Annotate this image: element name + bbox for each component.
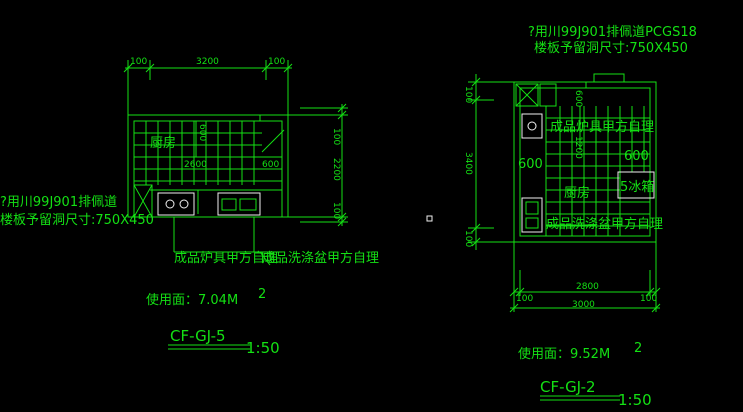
left-dim-inner-2600: 2600	[184, 160, 207, 170]
left-dim-top-a: 100	[130, 57, 147, 67]
left-area-text: 使用面：7.04M	[146, 292, 238, 308]
right-area-sup: 2	[634, 341, 642, 356]
right-dim-bottom-inner: 2800	[576, 282, 599, 292]
left-kitchen-plan	[123, 60, 348, 350]
right-plan-code: CF-GJ-2	[540, 378, 596, 396]
right-sink-icon	[521, 197, 543, 233]
left-stove-icon	[157, 192, 195, 216]
right-flue-note-2: 楼板予留洞尺寸:750X450	[534, 41, 688, 56]
left-flue-note-2: 楼板予留洞尺寸:750X450	[0, 213, 154, 228]
left-dim-inner-600h: 600	[262, 160, 279, 170]
right-stove-note: 成品炉具甲方自理	[550, 119, 654, 135]
right-flue-note-1: ?用川99J901排佩道PCGS18	[528, 25, 697, 40]
left-dim-inner-600v: 600	[197, 124, 207, 141]
right-dim-bottom-b: 3000	[572, 300, 595, 310]
left-dim-top-b: 3200	[196, 57, 219, 67]
left-area-sup: 2	[258, 287, 266, 302]
left-flue-note-1: ?用川99J901排佩道	[0, 195, 117, 210]
left-scale: 1:50	[246, 339, 280, 357]
left-room-label: 厨房	[150, 135, 176, 151]
left-dim-top-c: 100	[268, 57, 285, 67]
origin-marker-icon	[426, 215, 433, 222]
right-scale: 1:50	[618, 391, 652, 409]
right-dim-left-b: 3400	[463, 152, 473, 175]
right-dim-inner-600b: 600	[624, 149, 649, 164]
left-sink-note: 成品洗涤盆甲方自理	[262, 250, 379, 266]
right-dim-left-a: 100	[463, 86, 473, 103]
right-fridge-label: 5冰箱	[620, 179, 654, 195]
right-dim-bottom-c: 100	[640, 294, 657, 304]
right-room-label: 厨房	[564, 185, 590, 201]
right-tile-grid	[546, 106, 650, 236]
right-area-text: 使用面：9.52M	[518, 346, 610, 362]
left-dim-right-c: 100	[331, 202, 341, 219]
right-dim-inner-600a: 600	[518, 157, 543, 172]
left-dim-right-a: 100	[331, 128, 341, 145]
right-sink-note: 成品洗涤盆甲方自理	[546, 216, 663, 232]
left-tile-grid	[134, 121, 282, 185]
left-stove-note: 成品炉具甲方自理	[174, 250, 278, 266]
left-plan-code: CF-GJ-5	[170, 327, 226, 345]
right-dim-inner-600v: 600	[573, 90, 583, 107]
right-stove-icon	[521, 113, 543, 139]
left-dim-right-b: 2200	[331, 158, 341, 181]
right-dim-bottom-a: 100	[516, 294, 533, 304]
left-sink-icon	[217, 192, 261, 216]
right-dim-left-c: 100	[463, 230, 473, 247]
right-kitchen-plan	[468, 73, 661, 401]
fridge-icon	[617, 171, 655, 199]
right-dim-inner-1200: 1200	[573, 136, 583, 159]
